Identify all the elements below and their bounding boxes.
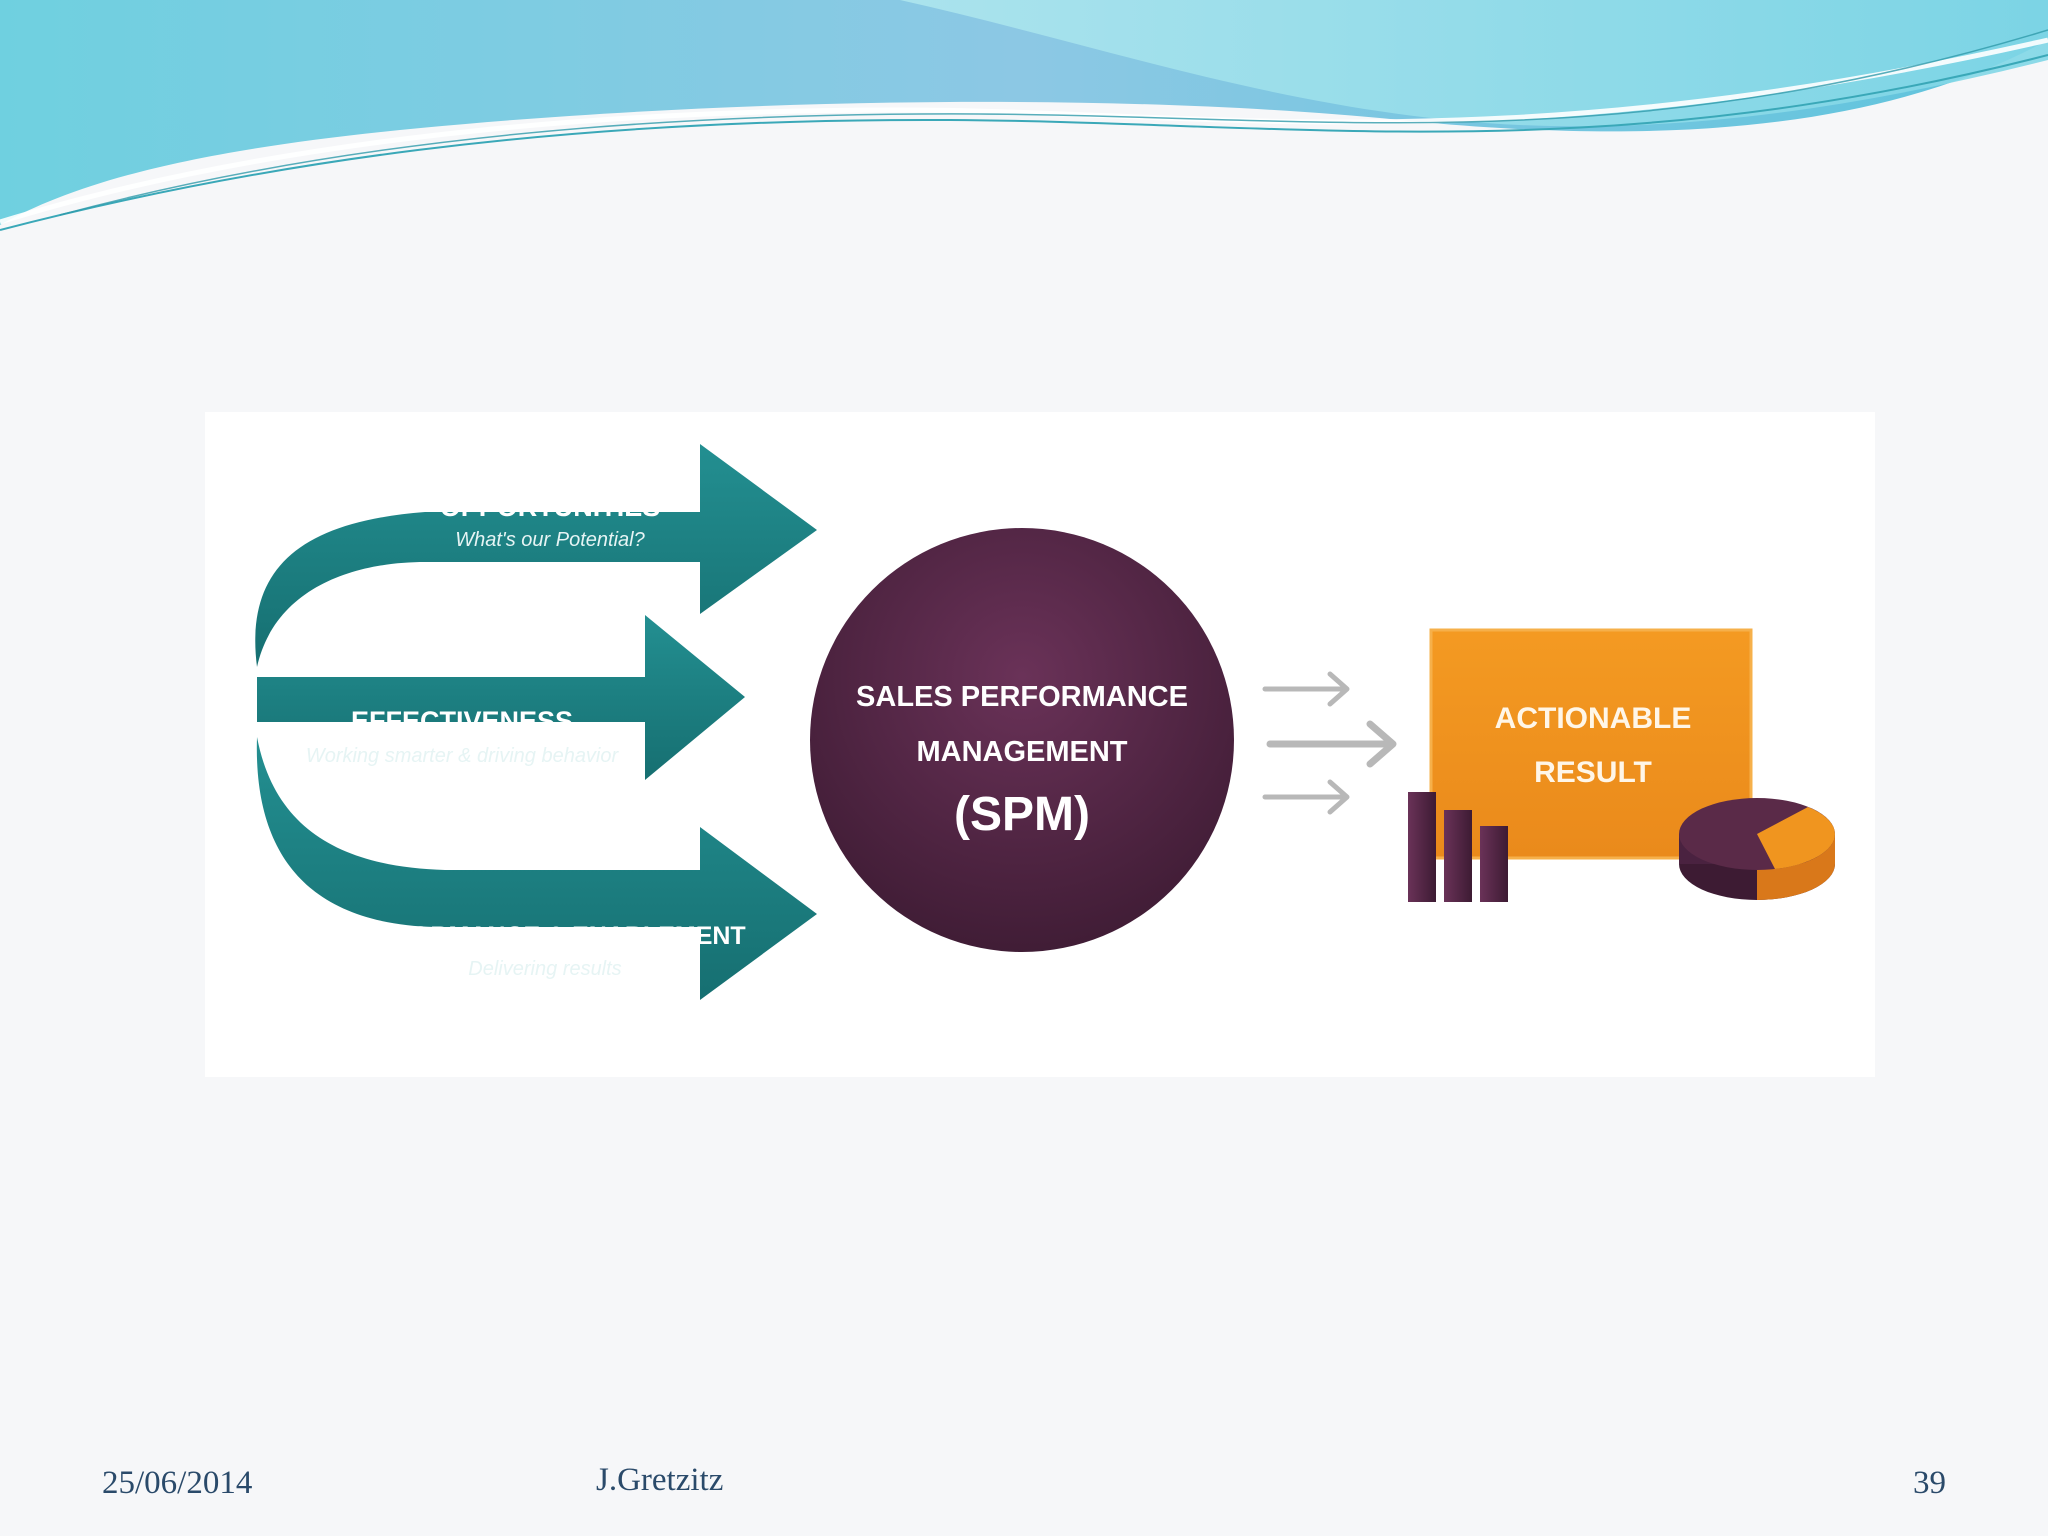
arrow-effectiveness-title: EFFECTIVENESS bbox=[351, 706, 573, 736]
arrow-effectiveness bbox=[257, 615, 745, 780]
spm-line2: MANAGEMENT bbox=[916, 736, 1127, 768]
arrow-performance-title: PERFORMANCE & ENABLEMENT bbox=[344, 922, 745, 950]
gray-arrows bbox=[1262, 671, 1397, 815]
spm-diagram: OPPORTUNITIES What's our Potential? EFFE… bbox=[205, 412, 1875, 1077]
header-wave-decoration bbox=[0, 0, 2048, 231]
footer-page-number: 39 bbox=[1913, 1465, 1946, 1501]
spm-diagram-graphic: OPPORTUNITIES What's our Potential? EFFE… bbox=[255, 444, 1835, 1000]
footer-author: J.Gretzitz bbox=[596, 1462, 724, 1498]
spm-circle bbox=[810, 528, 1234, 952]
gray-arrow-top-icon bbox=[1262, 671, 1350, 707]
spm-line1: SALES PERFORMANCE bbox=[856, 681, 1188, 713]
pie-chart-icon bbox=[1679, 798, 1835, 900]
bar-chart-icon bbox=[1408, 792, 1508, 902]
result-line2: RESULT bbox=[1534, 756, 1652, 789]
gray-arrow-bottom-icon bbox=[1262, 779, 1350, 815]
spm-line3: (SPM) bbox=[954, 788, 1090, 841]
gray-arrow-middle-icon bbox=[1266, 720, 1397, 768]
arrow-opportunities-title: OPPORTUNITIES bbox=[440, 492, 661, 522]
arrow-performance-enablement bbox=[256, 737, 817, 1000]
arrow-opportunities-subtitle: What's our Potential? bbox=[455, 529, 645, 551]
arrow-opportunities bbox=[255, 444, 817, 667]
result-line1: ACTIONABLE bbox=[1495, 702, 1692, 735]
footer-date: 25/06/2014 bbox=[102, 1465, 253, 1501]
arrow-effectiveness-subtitle: Working smarter & driving behavior bbox=[306, 745, 620, 767]
arrow-performance-subtitle: Delivering results bbox=[468, 958, 621, 980]
